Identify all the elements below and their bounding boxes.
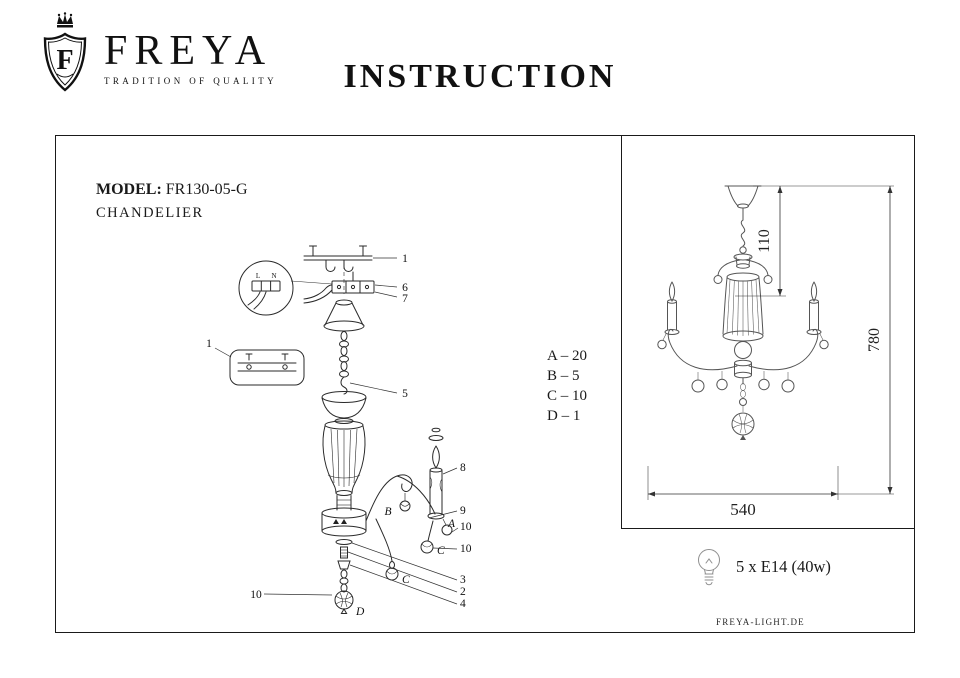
shield-icon <box>43 32 87 92</box>
dimension-110-line <box>735 185 894 297</box>
parts-count-a: A – 20 <box>547 348 588 364</box>
bulb-icon <box>698 549 720 586</box>
parts-count-d: D – 1 <box>547 408 581 424</box>
bulb-spec-text: 5 x E14 (40w) <box>736 557 831 576</box>
bulb-spec-row: 5 x E14 (40w) <box>696 546 831 588</box>
candle <box>427 427 445 520</box>
stem-parts <box>335 539 353 570</box>
arm-hub <box>321 507 367 537</box>
callout-7: 7 <box>402 293 408 305</box>
dimension-drawing: 110 780 540 <box>647 185 894 519</box>
body-vase <box>322 420 366 496</box>
callout-6: 6 <box>402 282 408 294</box>
freya-monogram: F <box>56 45 73 76</box>
mounting-plate-detail <box>229 349 305 386</box>
dimension-540-value: 540 <box>730 500 756 519</box>
letter-c2: C <box>402 574 410 586</box>
body-bowl <box>321 391 367 424</box>
model-value: FR130-05-G <box>165 181 248 198</box>
callout-2: 2 <box>460 586 466 598</box>
model-block: MODEL: FR130-05-G CHANDELIER <box>96 181 248 222</box>
wire-label-n: N <box>271 272 276 280</box>
logo-text: FREYA TRADITION OF QUALITY <box>104 12 277 86</box>
dimension-540-line <box>647 466 839 500</box>
arm-assembly <box>365 474 436 581</box>
callout-8: 8 <box>460 462 466 474</box>
dimension-110-value: 110 <box>756 229 773 252</box>
callout-3: 3 <box>460 574 466 586</box>
callout-4: 4 <box>460 598 466 610</box>
dimension-780-value: 780 <box>866 328 883 352</box>
brand-name: FREYA <box>104 28 273 74</box>
letter-b: B <box>384 506 391 518</box>
canopy <box>323 265 365 332</box>
body-neck <box>336 495 352 511</box>
callout-9: 9 <box>460 505 466 517</box>
parts-count-list: A – 20 B – 5 C – 10 D – 1 <box>547 346 587 426</box>
wiring-detail <box>238 260 333 316</box>
horizontal-divider <box>621 528 915 529</box>
page-title: INSTRUCTION <box>343 58 617 95</box>
instruction-sheet: MODEL: FR130-05-G CHANDELIER A – 20 B – … <box>55 135 915 633</box>
crown-icon <box>57 12 73 28</box>
letter-a: A <box>447 518 456 530</box>
callout-10-b: 10 <box>460 543 472 555</box>
callout-1-top: 1 <box>402 253 408 265</box>
callout-1-left: 1 <box>206 338 212 350</box>
hanging-chain <box>339 331 349 395</box>
callout-5: 5 <box>402 388 408 400</box>
freya-crest-icon: F <box>43 12 87 92</box>
letter-c1: C <box>437 545 445 557</box>
website-text: FREYA-LIGHT.DE <box>716 617 805 627</box>
product-type: CHANDELIER <box>96 205 204 221</box>
vertical-divider <box>621 136 622 528</box>
callout-10-left: 10 <box>250 589 262 601</box>
dimension-780-line <box>838 186 894 495</box>
parts-count-c: C – 10 <box>547 388 588 404</box>
callout-10-a: 10 <box>460 521 472 533</box>
model-label: MODEL: <box>96 181 162 198</box>
wire-label-l: L <box>256 272 260 280</box>
brand-tagline: TRADITION OF QUALITY <box>104 76 277 86</box>
chandelier-outline <box>657 185 829 440</box>
freya-logo: F FREYA TRADITION OF QUALITY <box>38 12 277 108</box>
parts-count-b: B – 5 <box>547 368 580 384</box>
terminal-block <box>303 271 375 304</box>
crystal-balls-candle <box>420 518 453 554</box>
bottom-chain-ball-d <box>334 569 354 614</box>
ceiling-bracket <box>303 245 373 272</box>
letter-d: D <box>355 606 365 618</box>
assembly-diagram: 1 6 7 <box>206 245 472 618</box>
